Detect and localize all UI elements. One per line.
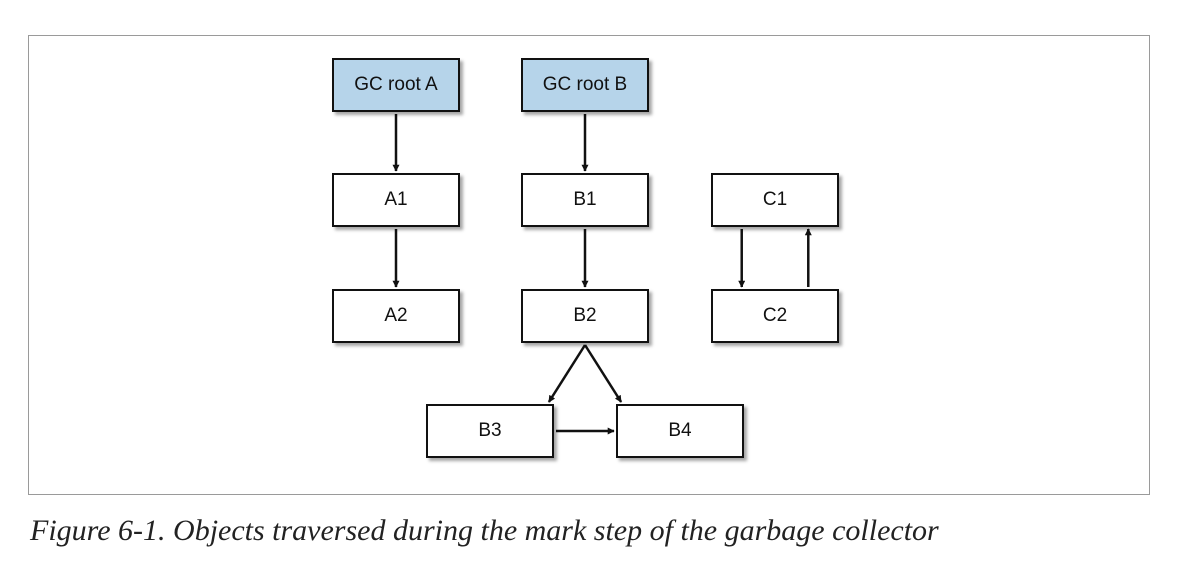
node-c2: C2 [711, 289, 839, 343]
edge-b2-to-b4 [583, 344, 623, 403]
node-b1: B1 [521, 173, 649, 227]
node-b3: B3 [426, 404, 554, 458]
node-a1: A1 [332, 173, 460, 227]
node-a2: A2 [332, 289, 460, 343]
diagram-frame: GC root A GC root B A1 B1 C1 A2 B2 C2 B3… [28, 35, 1150, 495]
node-gc-root-b: GC root B [521, 58, 649, 112]
diagram-edges [392, 114, 812, 435]
edge-b2-to-b3 [547, 344, 587, 403]
node-b4: B4 [616, 404, 744, 458]
node-b2: B2 [521, 289, 649, 343]
node-gc-root-a: GC root A [332, 58, 460, 112]
figure-caption: Figure 6-1. Objects traversed during the… [30, 514, 939, 547]
node-c1: C1 [711, 173, 839, 227]
